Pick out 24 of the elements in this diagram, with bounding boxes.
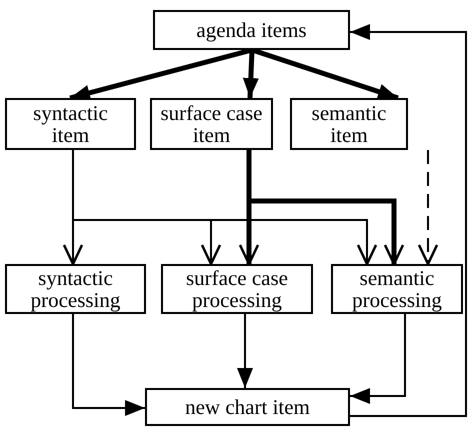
box-label: syntactic item [32, 102, 109, 146]
process-box [290, 98, 408, 150]
box-label: syntactic processing [30, 267, 122, 311]
arrow [418, 150, 438, 266]
box-label: agenda items [196, 19, 307, 41]
arrow [350, 314, 406, 404]
process-box [145, 388, 350, 426]
arrow [237, 314, 253, 388]
process-box [5, 264, 146, 314]
arrow [72, 150, 378, 266]
box-label: semantic item [310, 102, 388, 146]
box-label: surface case processing [184, 267, 289, 311]
process-box [153, 10, 350, 50]
arrow [251, 48, 399, 100]
box-label: new chart item [185, 396, 310, 418]
box-label: surface case item [159, 102, 264, 146]
arrow [350, 24, 467, 417]
process-box [331, 264, 463, 314]
process-box [5, 98, 136, 150]
arrow [242, 50, 259, 98]
process-box [161, 264, 313, 314]
process-box [150, 98, 273, 150]
box-label: semantic processing [351, 267, 443, 311]
arrow [72, 314, 145, 416]
